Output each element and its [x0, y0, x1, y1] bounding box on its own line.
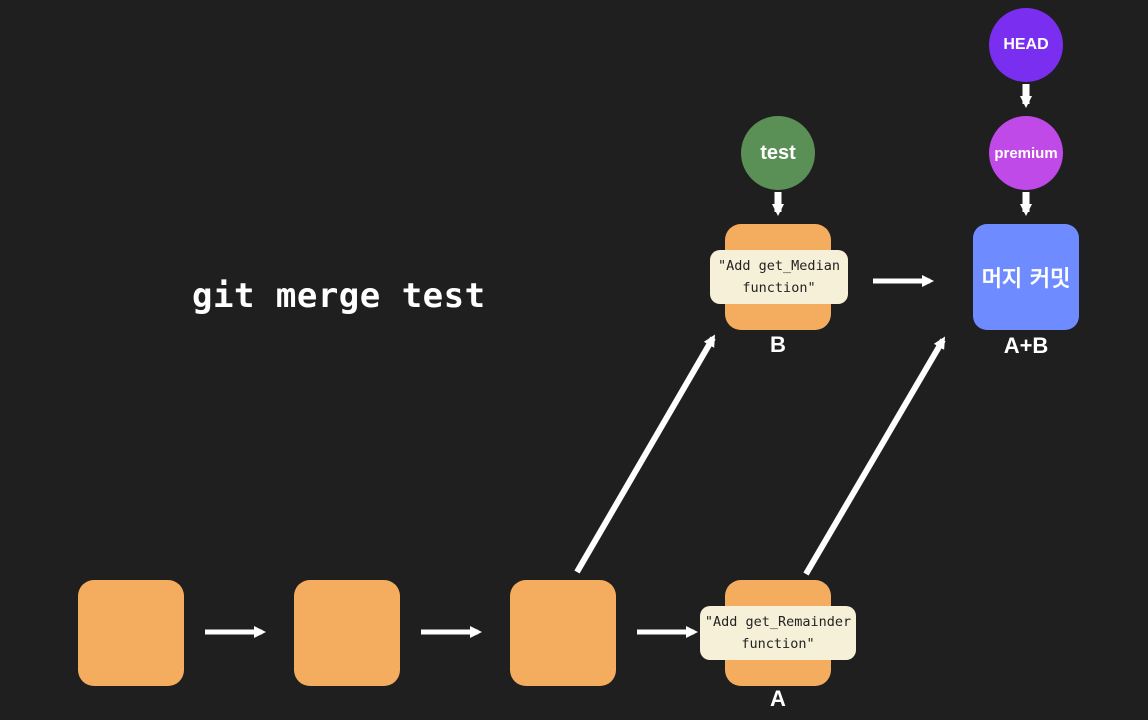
- merge-commit-text: 머지 커밋: [981, 267, 1071, 292]
- branch-test: test: [741, 116, 815, 190]
- commit-b-label: B: [770, 332, 786, 357]
- arrow-commit-a-to-merge: [803, 336, 946, 576]
- diagram-title: git merge test: [192, 276, 486, 316]
- commit-b-message-line1: "Add get_Median: [718, 258, 840, 274]
- merge-commit-node: 머지 커밋: [973, 224, 1079, 330]
- branch-test-label: test: [760, 141, 796, 164]
- commit-b-message-line2: function": [742, 280, 816, 296]
- branch-premium-label: premium: [994, 144, 1058, 162]
- merge-commit-label: A+B: [1003, 333, 1049, 358]
- arrow-commit3-to-commit-b: [574, 334, 716, 574]
- commit-node-3: [510, 580, 616, 686]
- commit-b-message: "Add get_Median function": [710, 250, 848, 304]
- head-pointer-label: HEAD: [1003, 36, 1049, 53]
- commit-a-label: A: [770, 686, 786, 711]
- commit-a-message-line2: function": [741, 636, 815, 652]
- commit-node-2: [294, 580, 400, 686]
- commit-a-message: "Add get_Remainder function": [700, 606, 856, 660]
- commit-node-1: [78, 580, 184, 686]
- branch-premium: premium: [989, 116, 1063, 190]
- commit-a-message-line1: "Add get_Remainder: [704, 614, 852, 630]
- head-pointer: HEAD: [989, 8, 1063, 82]
